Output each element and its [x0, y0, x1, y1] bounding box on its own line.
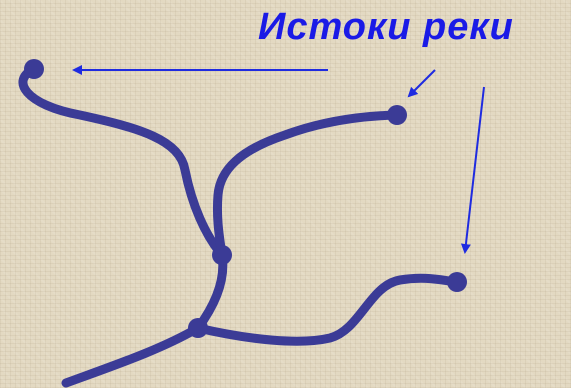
- source-point-left: [24, 59, 44, 79]
- tributary-upper-right: [217, 115, 397, 255]
- tributary-left: [23, 69, 222, 255]
- main-channel-upper: [198, 255, 223, 328]
- source-point-upper-right: [387, 105, 407, 125]
- arrow-to-lower-right-source: [465, 87, 484, 252]
- main-channel-mouth: [66, 328, 198, 383]
- confluence-point-upper: [212, 245, 232, 265]
- source-point-lower-right: [447, 272, 467, 292]
- confluence-point-lower: [188, 318, 208, 338]
- tributary-lower-right: [198, 278, 457, 341]
- arrow-to-upper-right-source: [409, 70, 435, 96]
